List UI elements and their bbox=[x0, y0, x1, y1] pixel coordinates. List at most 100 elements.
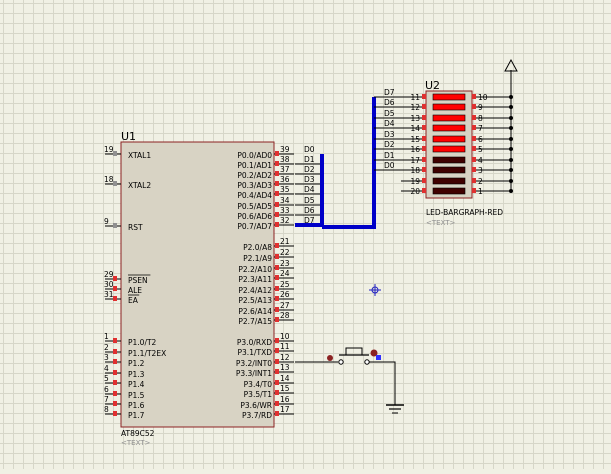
bargraph-pin-marker bbox=[422, 94, 426, 99]
mcu-pin-number: 13 bbox=[280, 363, 290, 372]
net-label-D1: D1 bbox=[304, 155, 315, 164]
mcu-pin-marker bbox=[275, 191, 279, 196]
junction-dot bbox=[509, 116, 513, 120]
led-segment bbox=[432, 166, 466, 174]
bargraph-pin-marker bbox=[472, 125, 476, 130]
mcu-pin-number: 14 bbox=[280, 374, 290, 383]
bargraph-pin-number: 11 bbox=[410, 93, 420, 102]
switch-contact bbox=[364, 359, 370, 365]
bargraph-component[interactable]: U2LED-BARGRAPH-RED<TEXT>11D712D613D514D4… bbox=[384, 79, 513, 227]
bargraph-pin-number: 7 bbox=[478, 124, 483, 133]
mcu-pin-marker bbox=[275, 338, 279, 343]
led-segment bbox=[432, 103, 466, 111]
mcu-pin-name: P3.3/INT1 bbox=[236, 369, 272, 378]
mcu-body[interactable] bbox=[120, 141, 275, 428]
junction-dot bbox=[509, 168, 513, 172]
mcu-pin-number: 25 bbox=[280, 280, 290, 289]
mcu-pin-number: 22 bbox=[280, 248, 290, 257]
mcu-component[interactable]: U1AT89C52<TEXT>19XTAL118XTAL29RST29PSEN3… bbox=[104, 130, 315, 447]
mcu-pin-name: P1.3 bbox=[128, 370, 145, 379]
bargraph-pin-marker bbox=[472, 178, 476, 183]
mcu-pin-number: 3 bbox=[104, 353, 109, 362]
mcu-pin-marker bbox=[113, 286, 117, 291]
mcu-pin-name: P3.7/RD bbox=[242, 411, 272, 420]
bargraph-pin-number: 8 bbox=[478, 114, 483, 123]
junction-dot bbox=[509, 158, 513, 162]
net-label-D2: D2 bbox=[384, 140, 395, 149]
mcu-pin-marker bbox=[275, 254, 279, 259]
mcu-pin-name: P0.1/AD1 bbox=[237, 161, 272, 170]
led-segment bbox=[432, 124, 466, 132]
junction-dot bbox=[509, 126, 513, 130]
ground-wire bbox=[369, 361, 396, 405]
mcu-pin-marker bbox=[275, 296, 279, 301]
mcu-pin-marker bbox=[275, 212, 279, 217]
net-label-D0: D0 bbox=[384, 161, 395, 170]
mcu-pin-name: P2.4/A12 bbox=[238, 286, 272, 295]
bargraph-pin-number: 14 bbox=[410, 124, 420, 133]
mcu-pin-marker bbox=[275, 243, 279, 248]
bargraph-pin-number: 17 bbox=[410, 156, 420, 165]
bargraph-pin-number: 12 bbox=[410, 103, 420, 112]
mcu-pin-marker bbox=[113, 370, 117, 375]
mcu-pin-number: 21 bbox=[280, 237, 290, 246]
mcu-pin-number: 23 bbox=[280, 259, 290, 268]
bargraph-text-tag: <TEXT> bbox=[426, 219, 456, 227]
mcu-part-label: AT89C52 bbox=[121, 429, 155, 438]
bargraph-pin-marker bbox=[472, 136, 476, 141]
wires bbox=[295, 70, 512, 229]
mcu-pin-number: 30 bbox=[104, 280, 114, 289]
mcu-pin-number: 2 bbox=[104, 343, 109, 352]
bargraph-pin-marker bbox=[472, 146, 476, 151]
mcu-pin-number: 18 bbox=[104, 175, 114, 184]
led-segment bbox=[432, 145, 466, 153]
bus-segment bbox=[322, 97, 376, 229]
bargraph-pin-number: 1 bbox=[478, 187, 483, 196]
bargraph-pin-number: 3 bbox=[478, 166, 483, 175]
net-label-D6: D6 bbox=[384, 98, 395, 107]
bargraph-pin-marker bbox=[422, 188, 426, 193]
mcu-pin-number: 34 bbox=[280, 196, 290, 205]
mcu-pin-name: P2.0/A8 bbox=[243, 243, 272, 252]
mcu-pin-number: 4 bbox=[104, 364, 109, 373]
mcu-pin-number: 1 bbox=[104, 332, 109, 341]
net-label-D4: D4 bbox=[304, 185, 315, 194]
mcu-pin-name: P0.3/AD3 bbox=[237, 181, 272, 190]
mcu-pin-name: P0.0/AD0 bbox=[237, 151, 272, 160]
mcu-pin-number: 37 bbox=[280, 165, 290, 174]
bargraph-pin-number: 15 bbox=[410, 135, 420, 144]
mcu-pin-marker bbox=[113, 276, 117, 281]
bargraph-pin-number: 10 bbox=[478, 93, 488, 102]
mcu-pin-name: PSEN bbox=[128, 276, 148, 285]
bargraph-pin-marker bbox=[472, 167, 476, 172]
pin-end-dot bbox=[327, 355, 333, 361]
mcu-pin-number: 7 bbox=[104, 395, 109, 404]
junction-dot bbox=[509, 147, 513, 151]
net-label-D2: D2 bbox=[304, 165, 315, 174]
mcu-pin-marker bbox=[275, 369, 279, 374]
junction-dot bbox=[509, 95, 513, 99]
mcu-pin-number: 26 bbox=[280, 290, 290, 299]
bargraph-pin-number: 13 bbox=[410, 114, 420, 123]
bargraph-pin-marker bbox=[422, 146, 426, 151]
led-segment bbox=[432, 177, 466, 185]
led-segment bbox=[432, 93, 466, 101]
mcu-pin-number: 19 bbox=[104, 145, 114, 154]
net-label-D5: D5 bbox=[384, 109, 395, 118]
mcu-pin-name: P2.6/A14 bbox=[238, 307, 272, 316]
bargraph-part-label: LED-BARGRAPH-RED bbox=[426, 208, 503, 217]
mcu-pin-marker bbox=[275, 265, 279, 270]
mcu-pin-marker bbox=[275, 411, 279, 416]
mcu-pin-number: 5 bbox=[104, 374, 109, 383]
mcu-pin-number: 27 bbox=[280, 301, 290, 310]
bargraph-pin-number: 4 bbox=[478, 156, 483, 165]
bargraph-pin-marker bbox=[472, 188, 476, 193]
mcu-pin-number: 24 bbox=[280, 269, 290, 278]
net-label-D1: D1 bbox=[384, 151, 395, 160]
misc-symbols bbox=[295, 58, 518, 414]
mcu-pin-marker bbox=[113, 349, 117, 354]
switch-button-cap bbox=[345, 347, 363, 356]
bargraph-pin-marker bbox=[422, 125, 426, 130]
